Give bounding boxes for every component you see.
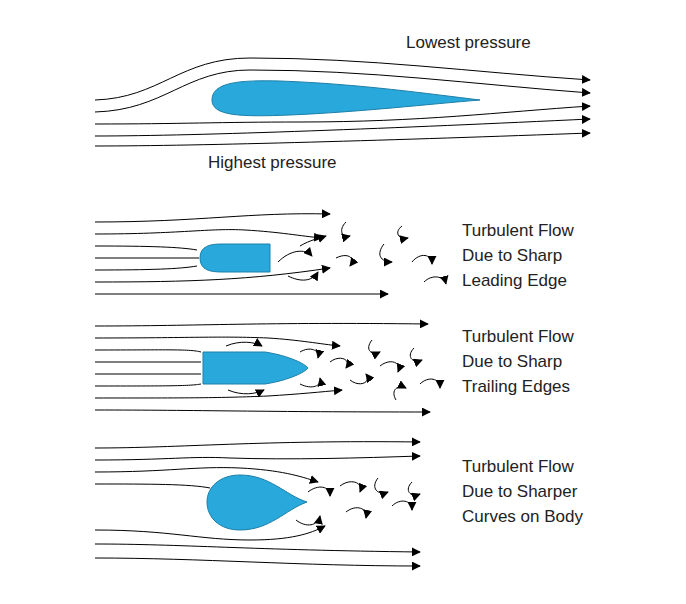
caption-label: Turbulent Flow Due to Sharp Trailing Edg… [462,324,607,399]
teardrop-streamlines [95,442,420,566]
teardrop-body [207,475,307,530]
blunt-streamlines [95,214,446,294]
blunt-body [200,244,270,272]
airfoil-streamlines [95,58,590,146]
caption-label: Turbulent Flow Due to Sharper Curves on … [462,454,607,529]
airfoil-shape [212,81,480,116]
wedge-body [203,352,308,384]
pressure-label: Highest pressure [208,150,448,175]
caption-label: Turbulent Flow Due to Sharp Leading Edge [462,218,607,293]
pressure-label: Lowest pressure [406,30,646,55]
wedge-streamlines [95,323,440,412]
